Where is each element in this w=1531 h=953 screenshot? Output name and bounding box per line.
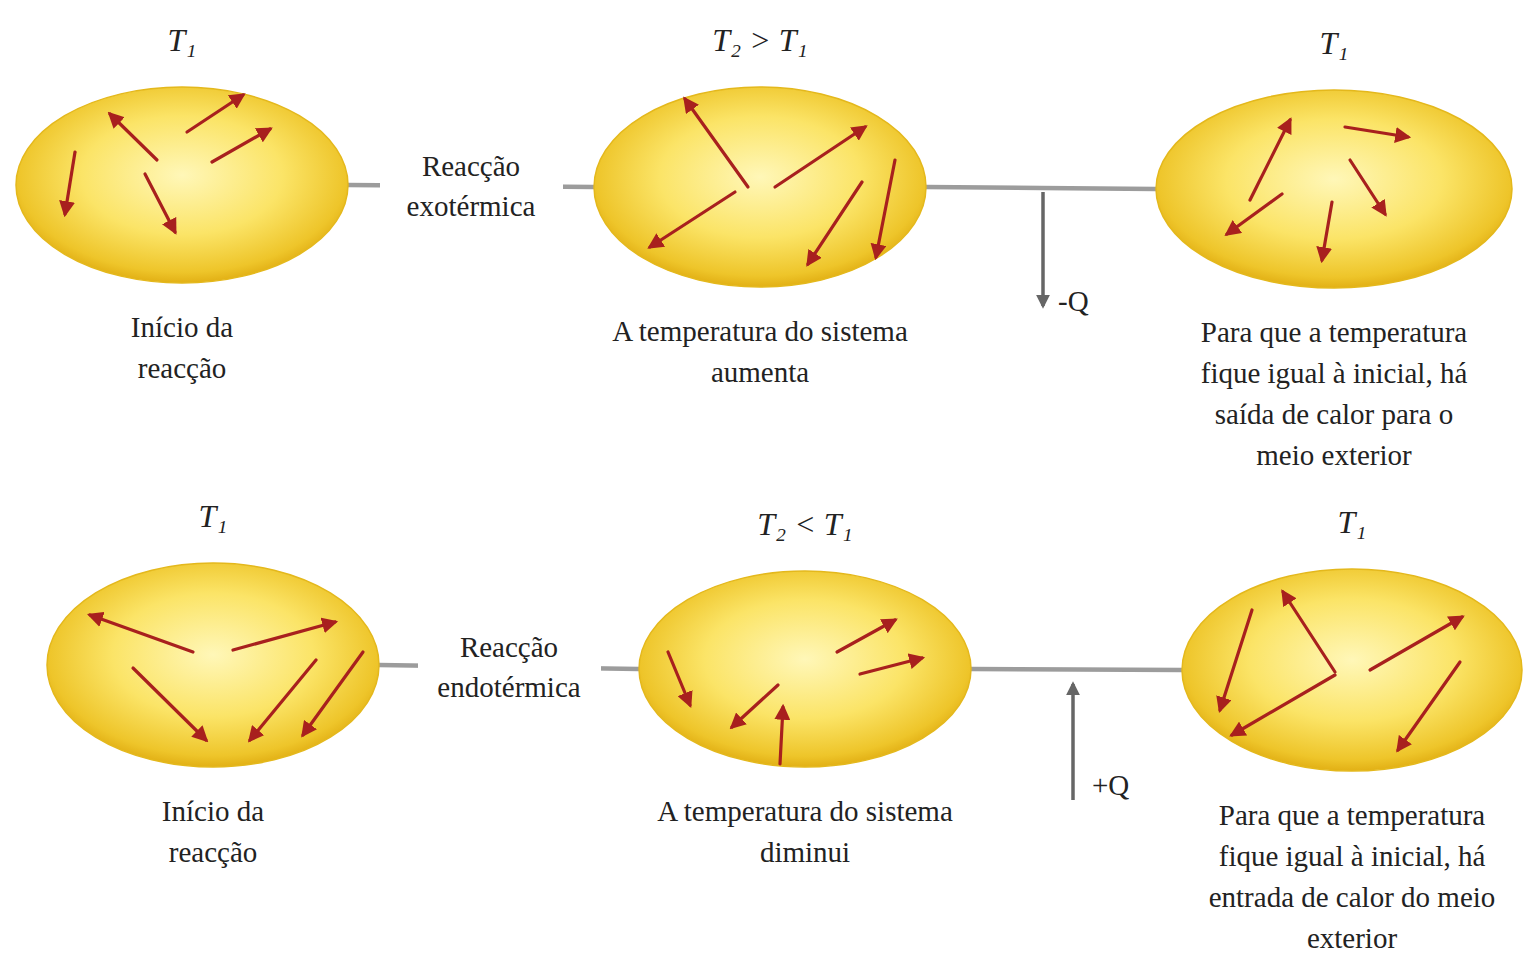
particle-velocity-arrow [233, 622, 335, 650]
caption: Para que a temperatura fique igual à ini… [1184, 312, 1484, 476]
heat-label: +Q [1092, 768, 1129, 802]
particle-velocity-arrow [668, 652, 690, 705]
caption: A temperatura do sistema diminui [655, 791, 955, 873]
temperature-label: T₁ [14, 20, 350, 60]
particle-velocity-arrow [90, 615, 193, 652]
particle-velocity-arrow [1398, 662, 1460, 750]
particle-velocity-arrow [1322, 202, 1332, 260]
ellipse-outline [1182, 569, 1522, 771]
system-ellipse [1154, 88, 1514, 290]
state-ellipse: T₁ Para que a temperatura fique igual à i… [1180, 502, 1524, 953]
particle-velocity-arrow [187, 95, 243, 132]
state-ellipse: T₁ Início da reacção [45, 496, 381, 873]
heat-in-arrow [1071, 684, 1075, 800]
ellipse-outline [639, 571, 971, 767]
state-ellipse: T₂ < T₁ A temperatura do sistema diminui [637, 504, 973, 873]
particle-velocity-arrow [1250, 120, 1290, 200]
particle-velocity-arrow [1227, 194, 1282, 234]
state-ellipse: T₂ > T₁ A temperatura do sistema aumenta [592, 20, 928, 393]
system-ellipse [14, 85, 350, 285]
particle-velocity-arrow [685, 99, 748, 187]
particle-velocity-arrow [1232, 675, 1335, 735]
temperature-label: T₂ > T₁ [592, 20, 928, 60]
particle-velocity-arrow [133, 668, 206, 740]
state-ellipse: T₁ Para que a temperatura fique igual à i… [1154, 23, 1514, 476]
system-ellipse [1180, 567, 1524, 773]
heat-out-arrow [1041, 192, 1045, 306]
ellipse-outline [47, 563, 379, 767]
particle-velocity-arrow [1345, 127, 1408, 137]
particle-velocity-arrow [145, 174, 175, 232]
particle-velocity-arrow [1220, 610, 1252, 710]
state-ellipse: T₁ Início da reacção [14, 20, 350, 389]
particle-velocity-arrow [65, 152, 75, 214]
reaction-line [926, 187, 1156, 189]
particle-velocity-arrow [837, 620, 895, 652]
particle-velocity-arrow [650, 192, 735, 247]
caption: Início da reacção [128, 791, 298, 873]
temperature-label: T₁ [1180, 502, 1524, 542]
ellipse-outline [594, 87, 926, 287]
caption: A temperatura do sistema aumenta [610, 311, 910, 393]
particle-velocity-arrow [1370, 617, 1462, 670]
particle-velocity-arrow [876, 160, 895, 257]
ellipse-outline [1156, 90, 1512, 288]
temperature-label: T₁ [1154, 23, 1514, 63]
particle-velocity-arrow [110, 114, 157, 160]
particle-velocity-arrow [1283, 592, 1335, 672]
system-ellipse [592, 85, 928, 289]
particle-velocity-arrow [732, 685, 778, 727]
heat-label: -Q [1058, 284, 1089, 318]
particle-velocity-arrow [1350, 160, 1385, 214]
particle-velocity-arrow [775, 127, 865, 187]
particle-velocity-arrow [303, 652, 363, 735]
temperature-label: T₁ [45, 496, 381, 536]
caption: Para que a temperatura fique igual à ini… [1202, 795, 1502, 953]
particle-velocity-arrow [860, 658, 922, 674]
particle-velocity-arrow [212, 129, 270, 162]
temperature-label: T₂ < T₁ [637, 504, 973, 544]
particle-velocity-arrow [808, 182, 862, 264]
reaction-label: Reacção endotérmica [418, 627, 601, 707]
reaction-line [971, 669, 1182, 670]
caption: Início da reacção [97, 307, 267, 389]
reaction-label: Reacção exotérmica [380, 146, 563, 226]
ellipse-outline [16, 87, 348, 283]
system-ellipse [45, 561, 381, 769]
system-ellipse [637, 569, 973, 769]
particle-velocity-arrow [780, 707, 783, 764]
